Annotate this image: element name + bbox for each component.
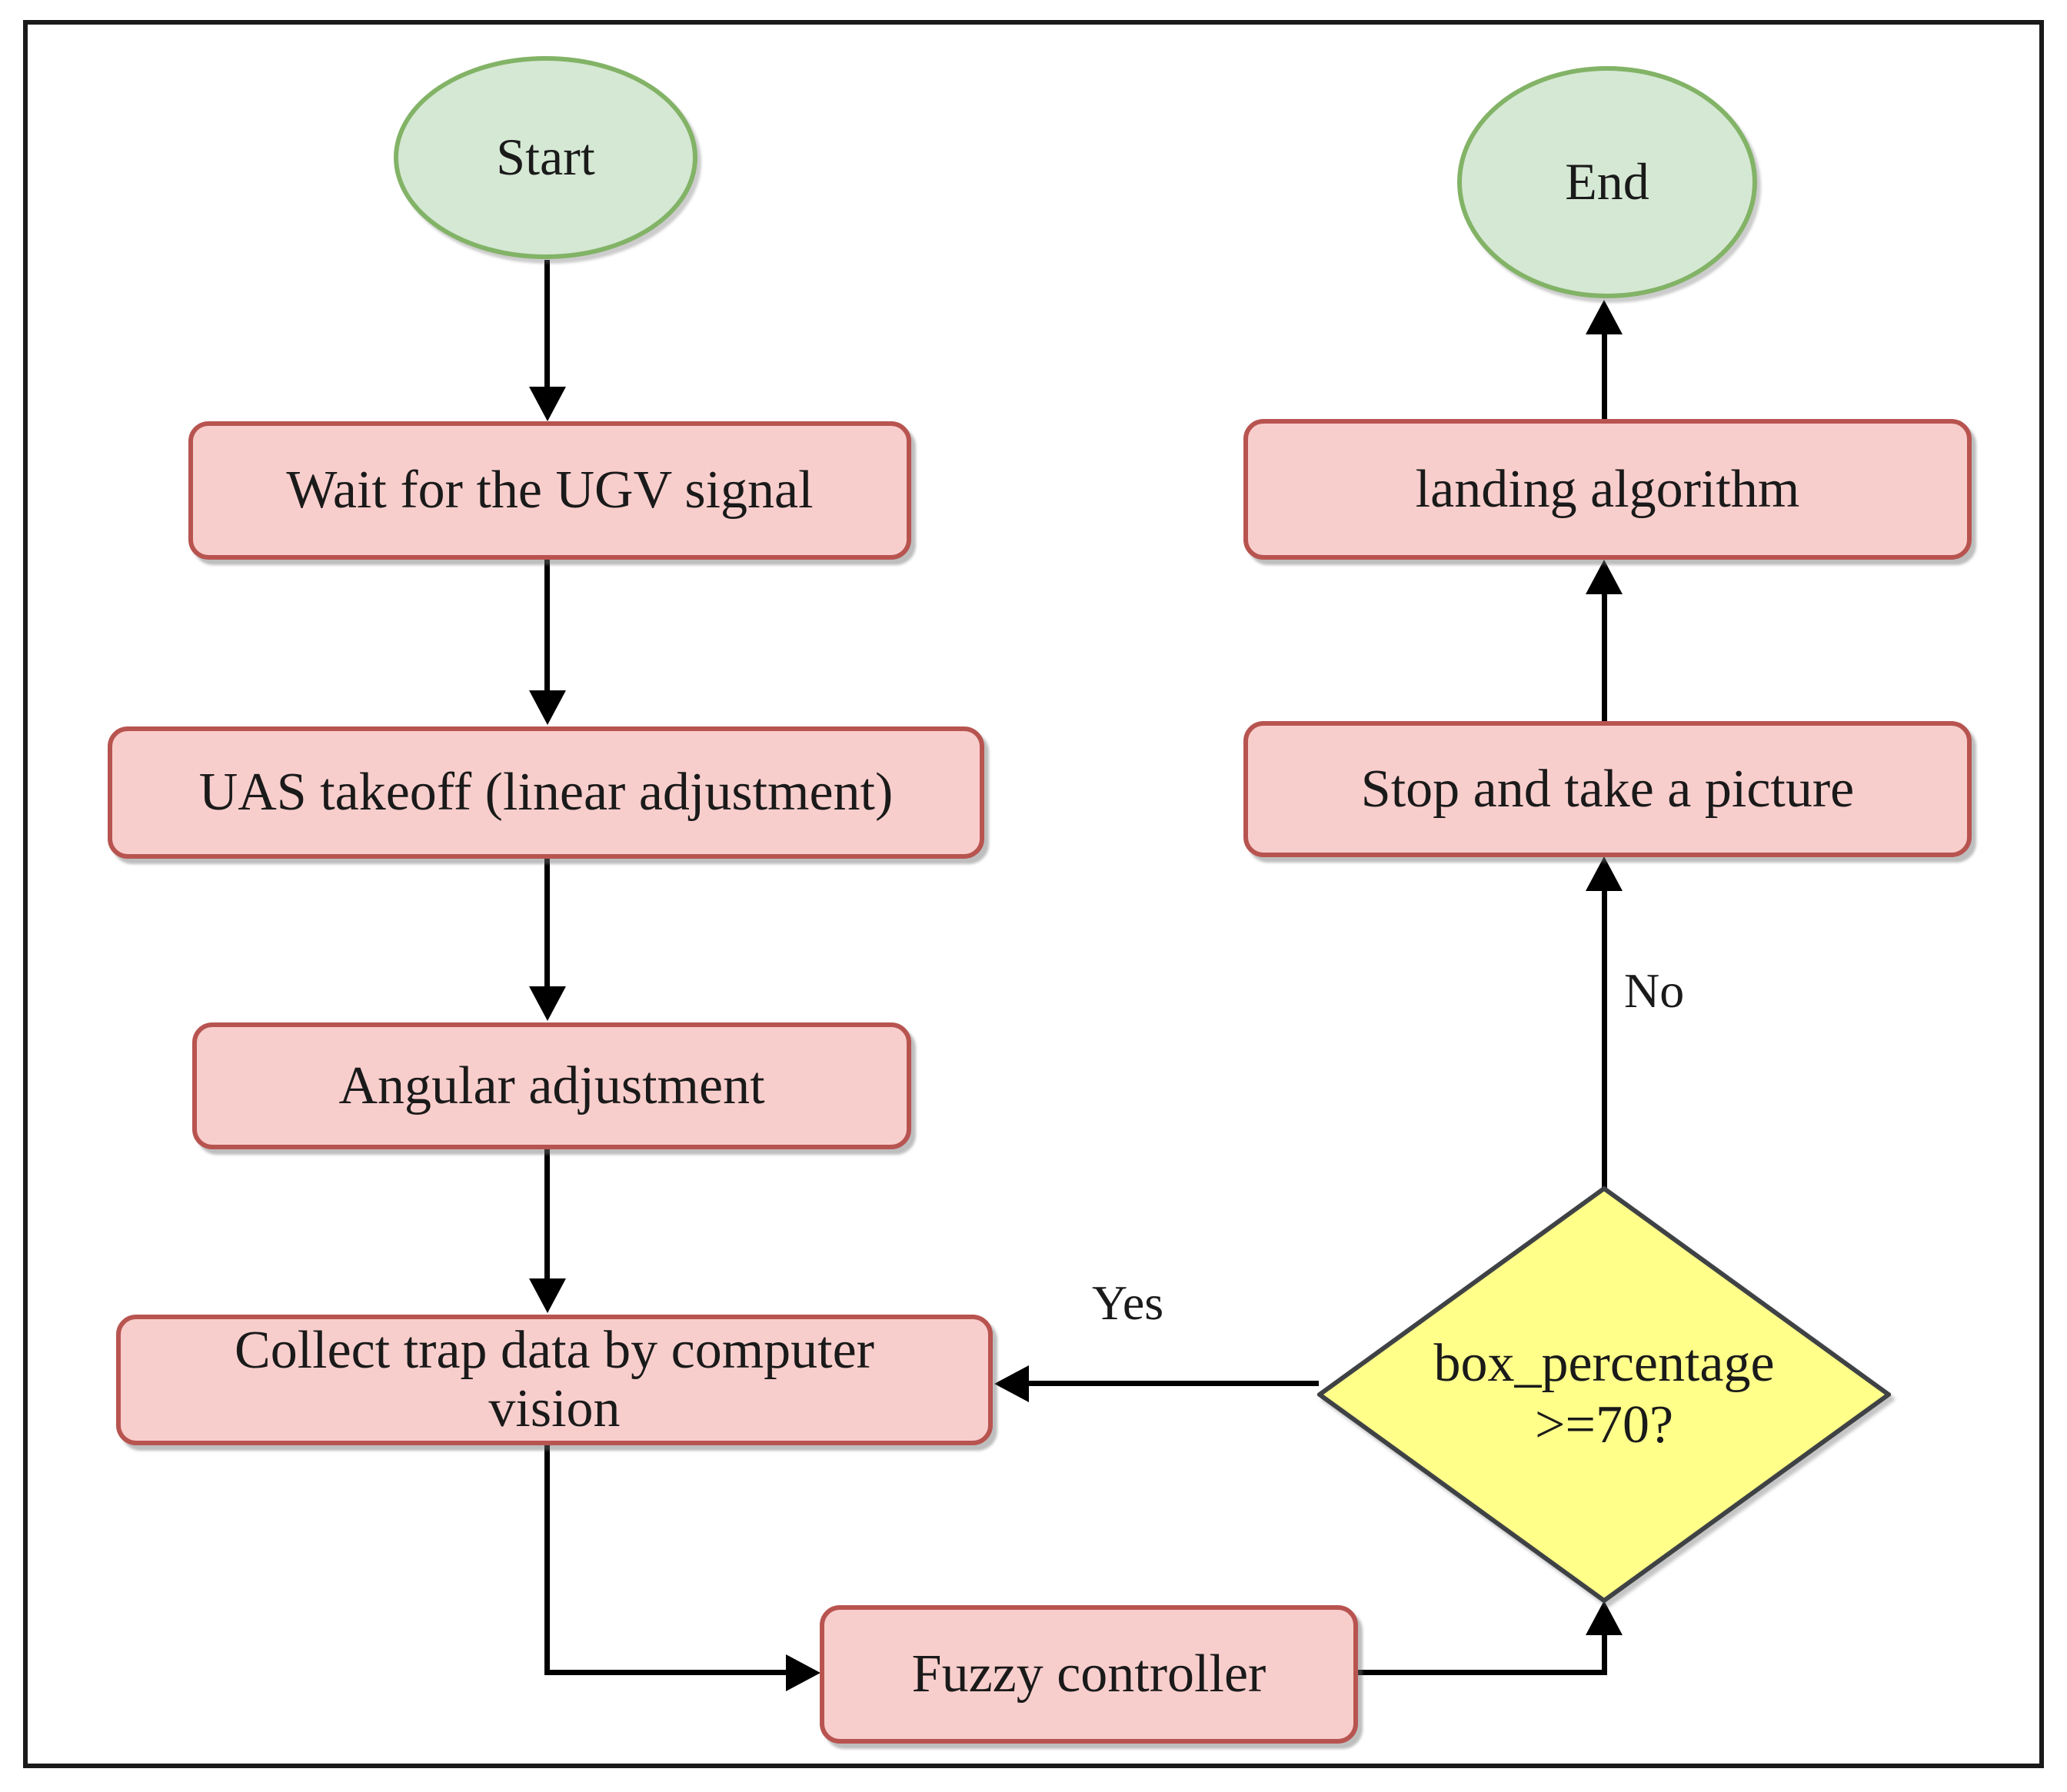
process-collect-trap-data: Collect trap data by computer vision	[116, 1315, 993, 1445]
arrowhead-uas-to-angular	[529, 986, 566, 1021]
arrow-fuzzy-up-segment	[1602, 1634, 1607, 1675]
diagram-frame	[23, 20, 2044, 1768]
arrow-collect-down-segment	[544, 1445, 550, 1675]
process-wait-label: Wait for the UGV signal	[286, 460, 814, 520]
process-stop-take-picture: Stop and take a picture	[1243, 721, 1972, 857]
end-label: End	[1565, 152, 1649, 211]
arrowhead-wait-to-uas	[529, 690, 566, 725]
process-angular-label: Angular adjustment	[338, 1056, 765, 1115]
decision-diamond-shape	[1317, 1186, 1891, 1603]
arrowhead-start-to-wait	[529, 387, 566, 421]
arrow-start-to-wait	[544, 260, 550, 388]
process-landing-label: landing algorithm	[1415, 459, 1800, 519]
process-fuzzy-controller: Fuzzy controller	[820, 1605, 1358, 1744]
arrow-landing-to-end	[1602, 334, 1607, 421]
arrow-angular-to-collect	[544, 1149, 550, 1280]
decision-label-box: box_percentage >=70?	[1317, 1186, 1891, 1603]
arrow-collect-right-segment	[544, 1670, 787, 1675]
arrow-fuzzy-right-segment	[1358, 1670, 1607, 1675]
arrowhead-angular-to-collect	[529, 1278, 566, 1313]
process-fuzzy-label: Fuzzy controller	[911, 1644, 1266, 1704]
process-uas-label: UAS takeoff (linear adjustment)	[198, 763, 894, 823]
no-edge-label: No	[1624, 963, 1685, 1018]
process-landing-algorithm: landing algorithm	[1243, 419, 1972, 560]
process-angular-adjustment: Angular adjustment	[192, 1022, 911, 1149]
arrowhead-stop-to-landing	[1586, 560, 1623, 594]
decision-label: box_percentage >=70?	[1433, 1333, 1775, 1455]
arrowhead-no-into-stop	[1586, 856, 1623, 891]
process-wait-for-ugv-signal: Wait for the UGV signal	[188, 421, 911, 560]
arrow-no-segment	[1602, 890, 1607, 1189]
arrowhead-into-diamond	[1586, 1601, 1623, 1635]
decision-diamond	[1317, 1186, 1891, 1603]
arrow-yes-segment	[1027, 1381, 1319, 1386]
process-stop-label: Stop and take a picture	[1360, 759, 1855, 819]
arrow-wait-to-uas	[544, 560, 550, 692]
process-uas-takeoff: UAS takeoff (linear adjustment)	[108, 726, 984, 859]
arrow-uas-to-angular	[544, 859, 550, 988]
arrowhead-landing-to-end	[1586, 300, 1623, 334]
end-terminal: End	[1457, 66, 1757, 298]
arrow-stop-to-landing	[1602, 593, 1607, 723]
arrowhead-into-fuzzy	[786, 1654, 820, 1691]
start-label: Start	[496, 128, 595, 187]
arrowhead-yes-into-collect	[994, 1365, 1029, 1402]
start-terminal: Start	[394, 56, 697, 259]
yes-edge-label: Yes	[1092, 1275, 1164, 1330]
process-collect-label: Collect trap data by computer vision	[235, 1321, 874, 1438]
